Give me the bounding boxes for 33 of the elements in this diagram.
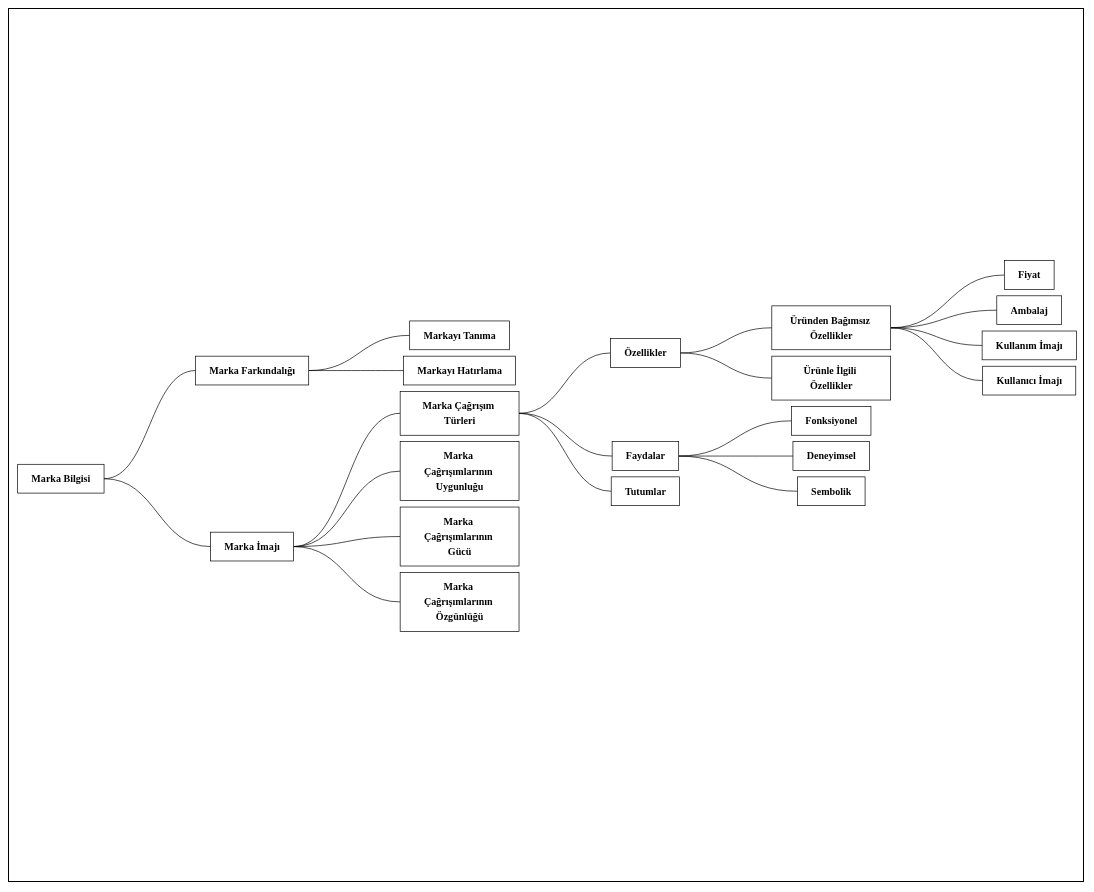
- connector: [680, 352, 773, 379]
- connector: [103, 478, 211, 547]
- connector: [890, 327, 984, 381]
- node-box: [399, 506, 520, 567]
- connector: [293, 546, 401, 603]
- connector: [678, 455, 798, 492]
- connector: [678, 455, 794, 457]
- node-box: [611, 441, 680, 471]
- node-box: [399, 441, 520, 501]
- node-box: [403, 355, 516, 386]
- node-box: [17, 463, 105, 494]
- connector: [678, 420, 792, 457]
- node-box: [610, 338, 681, 368]
- node-box: [982, 365, 1077, 396]
- connector: [308, 370, 404, 371]
- node-box: [210, 531, 294, 562]
- node-box: [996, 295, 1062, 325]
- node-box: [797, 476, 866, 506]
- node-box: [981, 330, 1077, 361]
- node-box: [791, 406, 872, 436]
- node-box: [771, 355, 892, 401]
- connector: [518, 352, 611, 414]
- tree-diagram: Marka Bilgisi Marka Farkındalığı Markayı Tanıma Markayı Hatırlama Marka İmajı Marka Çağrışım Türleri Marka Çağrışımlarının Uygunluğu Marka Çağrışımlarının Gücü Marka Çağrışımlarının Özgünlüğü Özellikler Faydalar Tutumlar Üründen Bağımsız Özellikler Ürünle İlgili Özellikler Fiyat Ambalaj Kullanım İmajı Kullanıcı İmajı Fonksiyonel Deneyimsel Sembolik: [14, 14, 1080, 878]
- node-box: [399, 391, 520, 436]
- node-box: [195, 355, 310, 386]
- connector: [308, 335, 411, 371]
- node-box: [792, 441, 870, 471]
- node-box: [771, 305, 892, 351]
- node-box: [409, 320, 510, 351]
- node-box: [610, 476, 680, 506]
- connector: [518, 412, 612, 492]
- node-box: [1004, 260, 1055, 290]
- node-box: [399, 572, 520, 632]
